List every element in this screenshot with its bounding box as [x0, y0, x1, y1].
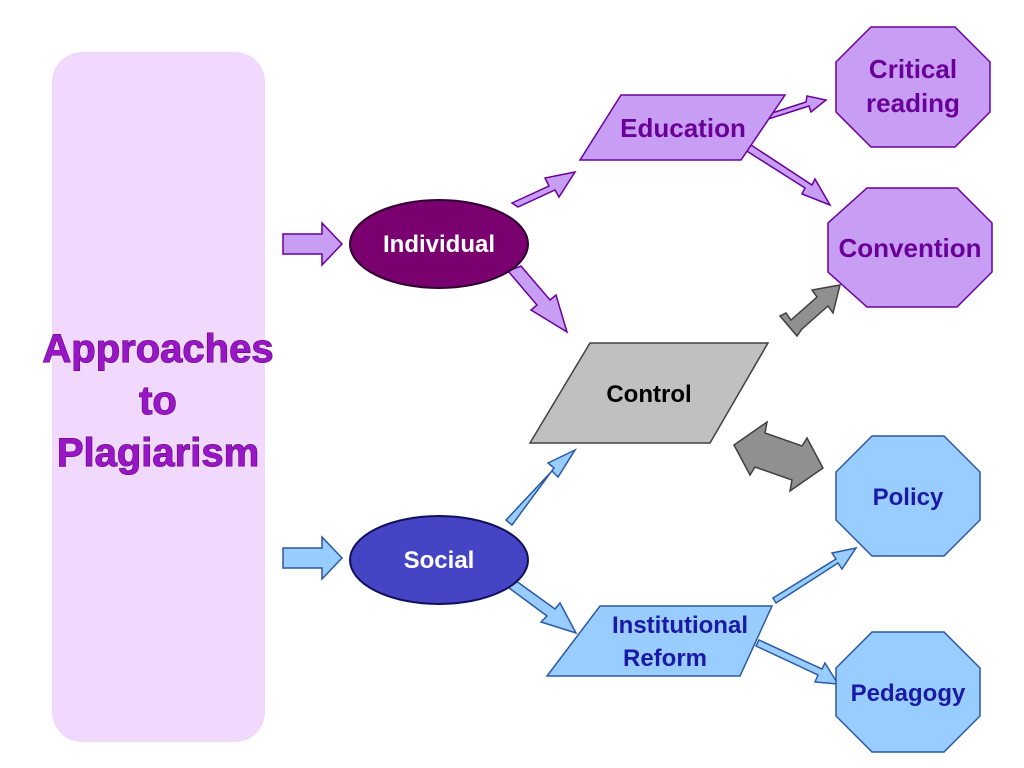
node-convention [827, 187, 993, 308]
node-institutional-reform-label-2: Reform [623, 645, 707, 672]
node-convention-label: Convention [839, 233, 982, 263]
double-arrow-control-policy [733, 420, 824, 493]
title-line-2: to [139, 379, 177, 423]
arrow-education-to-convention [740, 142, 832, 207]
arrow-individual-to-control [506, 265, 569, 334]
node-critical-reading-label-1: Critical [869, 54, 957, 84]
title-line-1: Approaches [42, 327, 273, 371]
node-policy [835, 435, 981, 557]
node-individual-label: Individual [383, 231, 495, 258]
node-policy-label: Policy [873, 484, 944, 511]
node-pedagogy-label: Pedagogy [851, 680, 966, 707]
node-critical-reading-label-2: reading [866, 88, 960, 118]
node-education-label: Education [620, 113, 746, 143]
double-arrow-control-convention [778, 284, 842, 338]
node-social-label: Social [404, 547, 475, 574]
arrow-reform-to-policy [771, 546, 858, 605]
arrow-reform-to-pedagogy [754, 639, 840, 685]
node-critical-reading [835, 26, 991, 148]
arrow-panel-to-social [282, 535, 344, 581]
arrow-social-to-institutional-reform [503, 577, 578, 635]
node-control [528, 342, 770, 444]
node-control-label: Control [606, 381, 691, 408]
node-institutional-reform [545, 605, 774, 677]
node-individual [349, 199, 529, 289]
arrow-panel-to-individual [282, 221, 344, 267]
node-institutional-reform-label-1: Institutional [612, 612, 748, 639]
node-pedagogy [835, 631, 981, 753]
node-education [578, 94, 787, 161]
node-social [349, 515, 529, 605]
arrow-individual-to-education [510, 170, 577, 208]
title-line-3: Plagiarism [57, 431, 259, 475]
arrow-social-to-control [504, 448, 578, 527]
title-panel [52, 52, 265, 742]
